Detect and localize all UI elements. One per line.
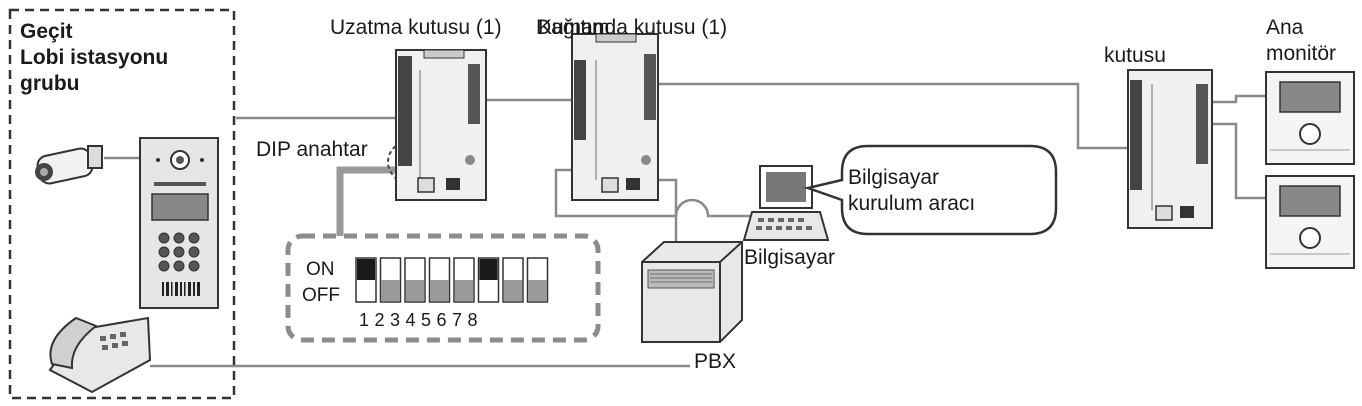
dip-switch-6 bbox=[477, 257, 500, 303]
pbx-label: PBX bbox=[694, 350, 737, 373]
laptop-icon bbox=[742, 165, 830, 241]
gate-group-line2: Lobi istasyonu bbox=[20, 46, 169, 69]
dip-on-label: ON bbox=[306, 259, 335, 280]
dip-number-1: 1 bbox=[359, 310, 370, 330]
camera-icon bbox=[35, 145, 103, 185]
line-control-to-right-box bbox=[658, 82, 1128, 150]
dip-number-4: 4 bbox=[405, 310, 416, 330]
control-box-label: Kumanda kutusu (1) bbox=[538, 16, 728, 39]
lobby-station-icon bbox=[139, 137, 219, 309]
telephone-icon bbox=[48, 316, 152, 394]
gate-group-line1: Geçit bbox=[20, 20, 73, 43]
distribution-box-device bbox=[1127, 69, 1213, 229]
line-control-to-pbx bbox=[655, 178, 678, 250]
dip-switch-array bbox=[355, 257, 549, 303]
overlap-label-a: Dağıtım bbox=[536, 16, 610, 39]
dip-switch-7 bbox=[502, 257, 524, 303]
main-monitor-2-icon bbox=[1265, 175, 1355, 269]
dip-switch-8 bbox=[526, 257, 549, 303]
dip-number-3: 3 bbox=[390, 310, 401, 330]
pbx-icon bbox=[641, 241, 743, 343]
control-box-device bbox=[571, 33, 659, 201]
right-box-label: kutusu bbox=[1104, 44, 1166, 67]
pc-tool-bubble-shape bbox=[803, 144, 1058, 236]
dip-off-label: OFF bbox=[302, 285, 340, 306]
main-monitor-line1: Ana bbox=[1266, 16, 1304, 39]
dip-switch-2 bbox=[379, 257, 402, 303]
gate-group-line3: grubu bbox=[20, 72, 80, 95]
line-to-monitor-1 bbox=[1212, 94, 1266, 104]
dip-switch-5 bbox=[453, 257, 475, 303]
extension-box-label: Uzatma kutusu (1) bbox=[330, 16, 502, 39]
dip-switch-3 bbox=[404, 257, 426, 303]
gate-group-frame bbox=[8, 8, 236, 400]
pc-tool-line1: Bilgisayar bbox=[848, 166, 940, 189]
dip-number-5: 5 bbox=[421, 310, 432, 330]
line-jump-to-pc bbox=[674, 198, 760, 218]
main-monitor-1-icon bbox=[1265, 71, 1355, 165]
dip-switch-4 bbox=[428, 257, 451, 303]
pc-label: Bilgisayar bbox=[744, 246, 836, 269]
dip-number-2: 2 bbox=[374, 310, 385, 330]
line-to-monitor-2 bbox=[1212, 122, 1266, 200]
dip-switch-label: DIP anahtar bbox=[256, 138, 368, 161]
dip-number-7: 7 bbox=[452, 310, 463, 330]
dip-number-8: 8 bbox=[467, 310, 478, 330]
pc-tool-line2: kurulum aracı bbox=[848, 192, 976, 215]
main-monitor-line2: monitör bbox=[1266, 42, 1337, 65]
extension-box-device bbox=[395, 49, 487, 201]
dip-number-6: 6 bbox=[436, 310, 447, 330]
dip-callout-line bbox=[336, 166, 398, 236]
dip-switch-1 bbox=[355, 257, 377, 303]
connection-lines bbox=[104, 82, 1266, 368]
